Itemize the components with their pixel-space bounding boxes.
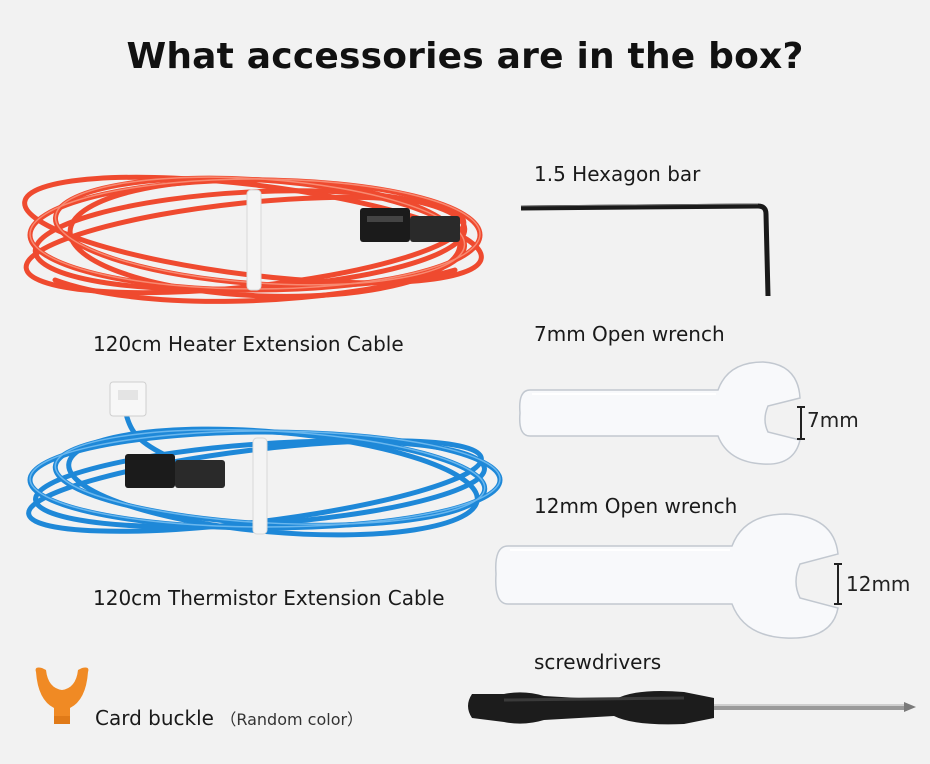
wrench-7-dimension-marker <box>797 406 805 440</box>
wrench-7-label: 7mm Open wrench <box>534 322 725 346</box>
wrench-12-dimension-marker <box>834 563 842 605</box>
page-title: What accessories are in the box? <box>126 36 804 77</box>
screwdriver-image <box>468 691 916 725</box>
card-buckle-note: （Random color） <box>220 710 364 729</box>
wrench-12-dimension: 12mm <box>846 572 911 596</box>
wrench-7-image <box>518 361 801 465</box>
thermistor-cable-label: 120cm Thermistor Extension Cable <box>93 586 445 610</box>
heater-cable-label: 120cm Heater Extension Cable <box>93 332 404 356</box>
hex-bar-label: 1.5 Hexagon bar <box>534 162 701 186</box>
wrench-12-image <box>495 513 839 639</box>
card-buckle-label: Card buckle （Random color） <box>95 706 363 730</box>
card-buckle-image <box>35 667 89 724</box>
heater-cable-image <box>22 174 484 304</box>
thermistor-cable-image <box>26 381 503 538</box>
hex-bar-image <box>520 203 771 297</box>
card-buckle-name: Card buckle <box>95 706 214 730</box>
screwdriver-label: screwdrivers <box>534 650 662 674</box>
wrench-7-dimension: 7mm <box>807 408 859 432</box>
wrench-12-label: 12mm Open wrench <box>534 494 738 518</box>
